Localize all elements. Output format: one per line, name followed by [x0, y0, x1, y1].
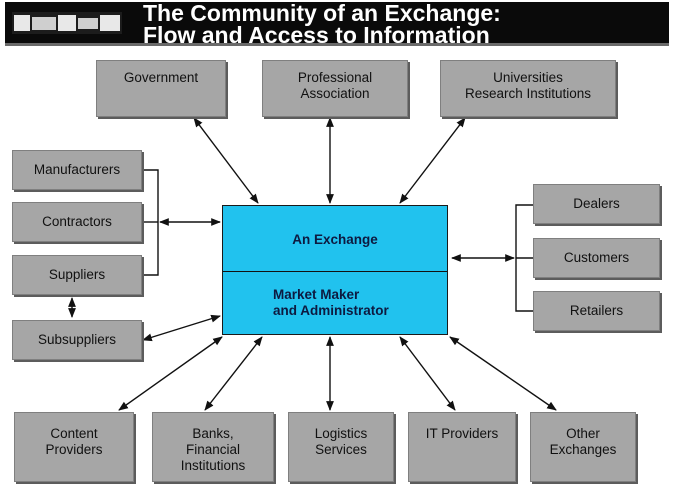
node-content-providers-label: Content Providers: [45, 426, 103, 457]
node-logistics-label: Logistics Services: [314, 426, 368, 457]
node-customers-label: Customers: [563, 250, 630, 265]
arrow-universities: [399, 117, 466, 204]
exchange-box: An Exchange Market Maker and Administrat…: [222, 205, 448, 335]
node-dealers: Dealers: [533, 184, 660, 224]
node-contractors: Contractors: [12, 202, 142, 242]
node-banks: Banks, Financial Institutions: [152, 412, 274, 482]
node-universities-label: Universities Research Institutions: [464, 70, 592, 101]
exchange-subtitle: Market Maker and Administrator: [273, 287, 389, 318]
arrow-government: [193, 117, 259, 204]
node-professional-association-label: Professional Association: [297, 70, 373, 101]
title-line-1: The Community of an Exchange:: [143, 0, 501, 26]
arrow-other-exchanges: [449, 336, 557, 411]
node-contractors-label: Contractors: [42, 214, 112, 229]
node-manufacturers: Manufacturers: [12, 150, 142, 190]
node-retailers: Retailers: [533, 291, 660, 331]
header-rule: [5, 43, 669, 46]
node-other-exchanges: Other Exchanges: [530, 412, 636, 482]
node-subsuppliers: Subsuppliers: [12, 320, 142, 360]
exchange-title: An Exchange: [292, 232, 378, 247]
node-dealers-label: Dealers: [573, 196, 620, 211]
arrow-banks: [204, 336, 263, 411]
exchange-divider: [223, 271, 447, 272]
header-banner: The Community of an Exchange: Flow and A…: [5, 0, 669, 48]
node-logistics: Logistics Services: [288, 412, 394, 482]
node-government-label: Government: [123, 70, 199, 85]
node-government: Government: [96, 60, 226, 117]
node-suppliers: Suppliers: [12, 255, 142, 295]
publisher-logo: [12, 12, 122, 34]
node-it-providers: IT Providers: [408, 412, 516, 482]
page-title: The Community of an Exchange: Flow and A…: [143, 0, 501, 48]
node-content-providers: Content Providers: [14, 412, 134, 482]
node-subsuppliers-label: Subsuppliers: [37, 332, 117, 347]
node-customers: Customers: [533, 238, 660, 278]
node-other-exchanges-label: Other Exchanges: [549, 426, 617, 457]
node-retailers-label: Retailers: [569, 303, 624, 318]
node-professional-association: Professional Association: [262, 60, 408, 117]
node-suppliers-label: Suppliers: [48, 267, 106, 282]
node-manufacturers-label: Manufacturers: [33, 162, 121, 177]
title-line-2: Flow and Access to Information: [143, 22, 490, 48]
node-banks-label: Banks, Financial Institutions: [180, 426, 246, 473]
arrow-it-providers: [399, 336, 456, 411]
node-universities: Universities Research Institutions: [440, 60, 616, 117]
arrow-subsuppliers: [142, 314, 221, 342]
node-it-providers-label: IT Providers: [425, 426, 499, 441]
